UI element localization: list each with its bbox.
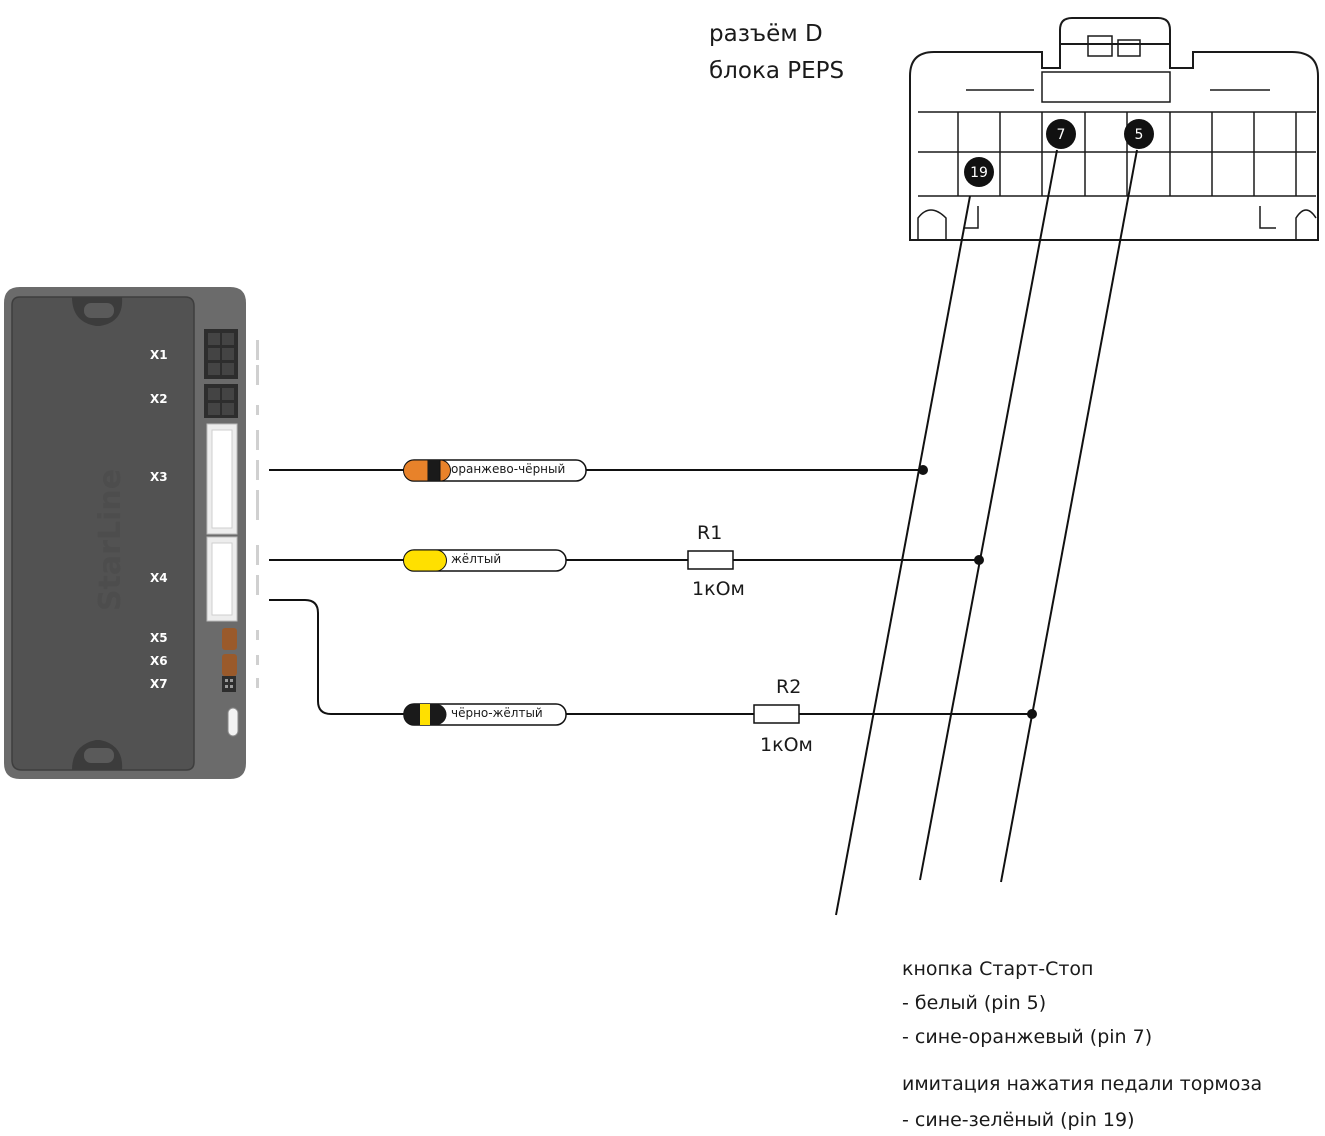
port-x3 xyxy=(206,423,238,535)
port-x5 xyxy=(222,628,237,650)
wire-tag-black-yellow xyxy=(403,703,567,726)
pin-19-marker: 19 xyxy=(964,157,994,187)
port-label-x2: X2 xyxy=(150,392,168,406)
port-x7 xyxy=(222,676,236,692)
resistor-r2-value: 1кОм xyxy=(760,734,813,756)
note-brake-blue-green: - сине-зелёный (pin 19) xyxy=(902,1109,1135,1131)
pin-7-marker: 7 xyxy=(1046,119,1076,149)
junction-dot xyxy=(974,555,984,565)
resistor-r1-name: R1 xyxy=(697,522,723,544)
wire-label-yellow: жёлтый xyxy=(451,552,502,566)
peps-connector-d xyxy=(909,17,1319,241)
usb-port xyxy=(227,707,239,737)
port-label-x5: X5 xyxy=(150,631,168,645)
port-label-x4: X4 xyxy=(150,571,168,585)
port-x1 xyxy=(204,329,238,379)
junction-dot xyxy=(1027,709,1037,719)
wire-label-black-yellow: чёрно-жёлтый xyxy=(451,706,543,720)
wire-pin-19 xyxy=(835,195,971,916)
pin-19-label: 19 xyxy=(970,165,988,181)
note-start-stop-title: кнопка Старт-Стоп xyxy=(902,958,1094,980)
note-brake-title: имитация нажатия педали тормоза xyxy=(902,1073,1263,1095)
pin-7-label: 7 xyxy=(1057,127,1066,143)
resistor-r1-value: 1кОм xyxy=(692,578,745,600)
wire-label-orange-black: оранжево-чёрный xyxy=(451,462,566,476)
wire-black-yellow-left xyxy=(269,599,405,715)
port-label-x7: X7 xyxy=(150,677,168,691)
junction-dot xyxy=(918,465,928,475)
wire-tag-orange-black xyxy=(403,459,587,482)
connector-title-line1: разъём D xyxy=(709,21,823,47)
resistor-r2 xyxy=(753,704,800,724)
wire-tag-yellow xyxy=(403,549,567,572)
port-label-x1: X1 xyxy=(150,348,168,362)
pin-5-label: 5 xyxy=(1135,127,1144,143)
port-label-x6: X6 xyxy=(150,654,168,668)
resistor-r1 xyxy=(687,550,734,570)
side-dashes xyxy=(256,340,259,688)
note-start-stop-blue-orange: - сине-оранжевый (pin 7) xyxy=(902,1026,1153,1048)
connector-latch xyxy=(1059,17,1171,44)
port-x4 xyxy=(206,536,238,622)
connector-title-line2: блока PEPS xyxy=(709,58,845,84)
pin-5-marker: 5 xyxy=(1124,119,1154,149)
wire-pin-7 xyxy=(919,149,1058,881)
starline-device: StarLine X1 X2 X3 X4 X5 X6 X7 xyxy=(4,287,259,779)
note-start-stop-white: - белый (pin 5) xyxy=(902,992,1047,1014)
port-x2 xyxy=(204,384,238,418)
resistor-r2-name: R2 xyxy=(776,676,802,698)
port-label-x3: X3 xyxy=(150,470,168,484)
brand-logo: StarLine xyxy=(93,469,128,611)
port-x6 xyxy=(222,654,237,676)
wire-pin-5 xyxy=(1000,149,1138,883)
